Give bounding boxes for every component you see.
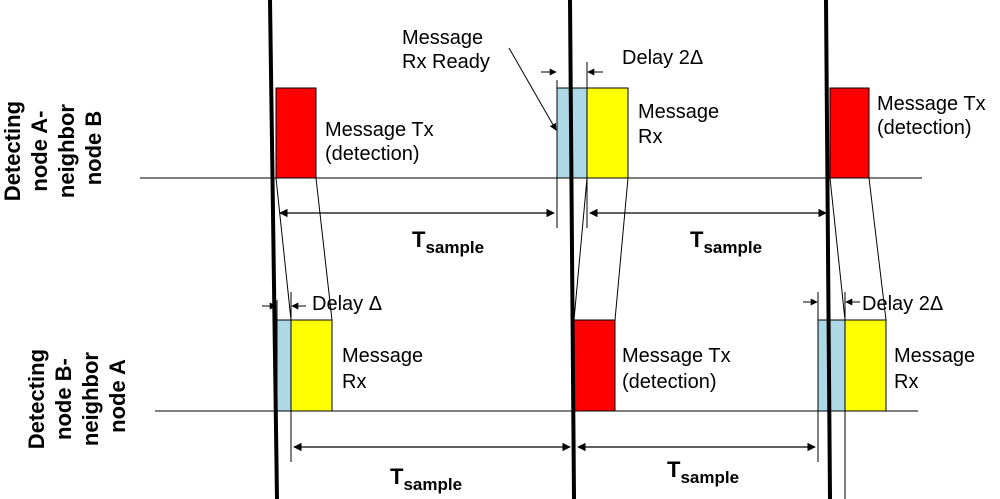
sample-boundary-line — [568, 0, 576, 499]
detection-label: (detection) — [622, 371, 717, 393]
message-rx-label: Rx — [638, 126, 662, 148]
sample-boundary-line — [824, 0, 832, 499]
top-tx-block-2 — [829, 87, 870, 179]
message-rx-label: Message — [638, 101, 719, 123]
sample-boundary-line — [268, 0, 279, 499]
propagation-line — [614, 177, 629, 321]
delay-label: Delay 2Δ — [862, 293, 943, 315]
bottom-ready-block-2 — [817, 319, 846, 412]
delay-label: Delay Δ — [312, 293, 382, 315]
top-tx-block-1 — [275, 87, 317, 179]
bottom-row-label: Detecting node B- neighbor node A — [24, 343, 130, 449]
t-sample-label: Tsample — [667, 457, 739, 487]
rx-ready-pointer — [508, 47, 557, 131]
bottom-rx-block-2 — [844, 319, 887, 412]
top-rx-block — [586, 87, 629, 179]
propagation-line — [829, 177, 846, 321]
delay-label: Delay 2Δ — [622, 47, 703, 69]
message-tx-label: Message Tx — [877, 93, 986, 115]
rx-ready-label: Rx Ready — [402, 51, 490, 73]
message-rx-label: Rx — [894, 371, 918, 393]
t-sample-label: Tsample — [412, 227, 484, 257]
message-rx-label: Rx — [342, 371, 366, 393]
message-tx-label: Message Tx — [622, 345, 731, 367]
bottom-tx-block — [573, 319, 616, 412]
bottom-rx-block-1 — [290, 319, 333, 412]
propagation-line — [315, 177, 333, 321]
propagation-line — [573, 177, 588, 321]
message-rx-label: Message — [342, 345, 423, 367]
t-sample-label: Tsample — [390, 464, 462, 494]
detection-label: (detection) — [877, 117, 972, 139]
detection-label: (detection) — [325, 143, 420, 165]
message-rx-label: Message — [894, 345, 975, 367]
propagation-line — [275, 177, 292, 321]
rx-ready-label: Message — [402, 27, 483, 49]
message-tx-label: Message Tx — [325, 119, 434, 141]
propagation-line — [868, 177, 887, 321]
top-row-label: Detecting node A- neighbor node B — [0, 95, 106, 201]
bottom-ready-block-1 — [276, 319, 292, 412]
t-sample-label: Tsample — [690, 227, 762, 257]
